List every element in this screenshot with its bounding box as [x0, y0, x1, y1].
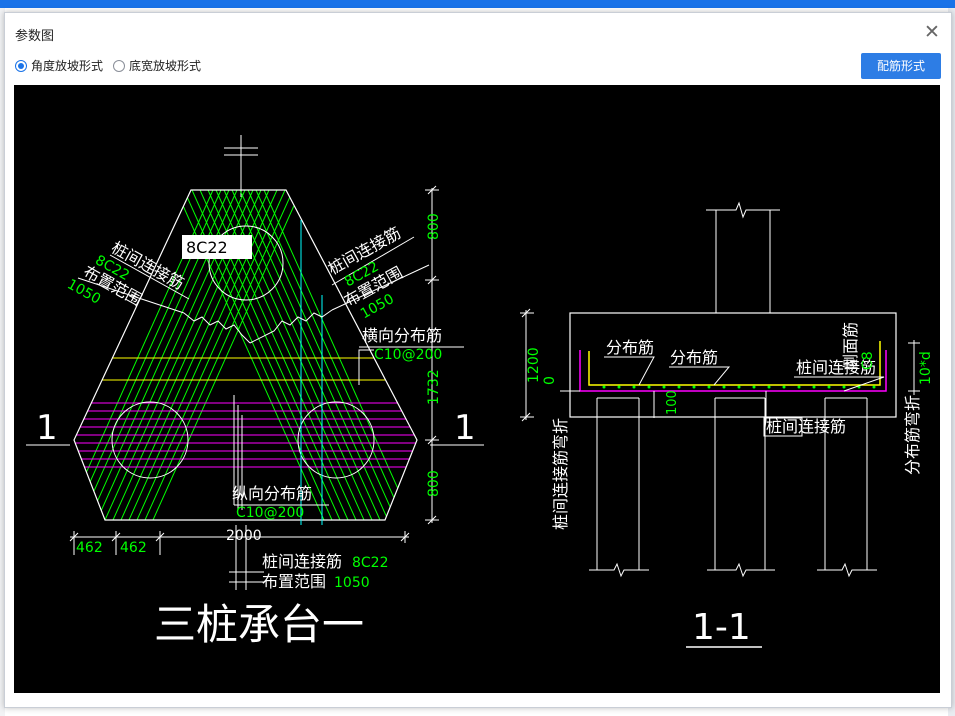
section-rebar-dots: [602, 385, 876, 389]
bottom-dimension-chain: [69, 531, 410, 555]
longitudinal-rebar-spec: C10@200: [236, 505, 304, 521]
axis-lines: [300, 220, 323, 525]
section-zero-dim: 0: [542, 376, 558, 385]
section-embed-dim: 100: [665, 390, 680, 415]
radio-unchecked-icon: [113, 59, 126, 72]
section-bend-dim: 10*d: [918, 351, 934, 385]
cad-drawing: 1 1 800 1732: [26, 135, 934, 649]
column-axis-mark: [224, 135, 258, 197]
section-dist-rebar-1: 分布筋: [606, 338, 654, 357]
pile-cap-outline: [73, 189, 418, 521]
section-cap-outline: [569, 312, 897, 418]
section-side-spec: C8: [860, 351, 876, 370]
rebar-form-button[interactable]: 配筋形式: [861, 53, 941, 79]
background-window-edge: [0, 8, 5, 716]
dim-right-bottom: 800: [426, 470, 442, 497]
transverse-rebar-name: 横向分布筋: [362, 326, 442, 345]
dim-left-2: 462: [120, 540, 147, 556]
section-bottom-rebar: [579, 350, 887, 392]
dim-left-1: 462: [76, 540, 103, 556]
section-mark-right-label: 1: [454, 408, 476, 448]
radio-width-label: 底宽放坡形式: [129, 59, 202, 73]
top-strip: [0, 0, 955, 8]
section-piles: [589, 397, 877, 578]
bottom-rebar-name: 桩间连接筋: [262, 552, 342, 571]
dim-right-top: 800: [426, 213, 442, 240]
section-height-dim: 1200: [526, 347, 542, 383]
column-stub: [706, 201, 780, 313]
section-title: 1-1: [692, 607, 751, 648]
right-dimension-chain: [425, 185, 439, 525]
transverse-distribution-bars: [74, 357, 417, 381]
plan-view: 1 1 800 1732: [26, 135, 484, 649]
section-left-vertical-label: 桩间连接筋弯折: [551, 418, 570, 530]
bottom-rebar-spec: 8C22: [352, 555, 389, 571]
section-view: 1200 0 桩间连接筋弯折 100 分布筋 分布筋 桩间连接筋 桩间连接筋: [520, 201, 934, 648]
section-dist-rebar-2: 分布筋: [670, 348, 718, 367]
section-bend-label: 分布筋弯折: [903, 395, 922, 475]
rebar-label-box-text: 8C22: [186, 238, 228, 257]
section-bend-dimension: [908, 340, 920, 395]
section-side-rebar: 侧面筋: [841, 322, 860, 370]
radio-bottom-width-slope[interactable]: 底宽放坡形式: [113, 57, 201, 74]
dim-right-mid: 1732: [426, 369, 442, 405]
dialog-title: 参数图: [15, 29, 55, 44]
right-range-zigzag: [249, 309, 333, 344]
parameter-diagram-dialog: 参数图 ✕ 角度放坡形式 底宽放坡形式 配筋形式: [4, 12, 952, 708]
section-pile-connect-2: 桩间连接筋: [766, 417, 846, 436]
left-range-zigzag: [183, 312, 251, 344]
radio-checked-icon: [15, 59, 27, 72]
dim-width: 2000: [226, 528, 262, 544]
radio-angle-label: 角度放坡形式: [31, 59, 104, 73]
piles: [111, 225, 375, 479]
section-mark-left-label: 1: [36, 408, 58, 448]
section-height-dimension: [520, 308, 534, 422]
close-icon[interactable]: ✕: [924, 21, 940, 43]
section-pile-connect-1: 桩间连接筋: [796, 358, 876, 377]
radio-angle-slope[interactable]: 角度放坡形式: [15, 57, 103, 74]
leader-lines: [77, 236, 464, 590]
longitudinal-rebar-name: 纵向分布筋: [232, 484, 312, 503]
transverse-rebar-spec: C10@200: [374, 347, 442, 363]
horizontal-rebar-hatch: [74, 402, 417, 468]
section-distribution-rebar: [588, 341, 881, 386]
rebar-label-box: [182, 235, 252, 259]
bottom-range-value: 1050: [334, 575, 370, 591]
plan-title: 三桩承台一: [154, 600, 364, 649]
bottom-range-name: 布置范围: [262, 572, 326, 591]
cad-canvas: 1 1 800 1732: [14, 85, 940, 693]
slope-mode-options: 角度放坡形式 底宽放坡形式: [15, 57, 211, 74]
